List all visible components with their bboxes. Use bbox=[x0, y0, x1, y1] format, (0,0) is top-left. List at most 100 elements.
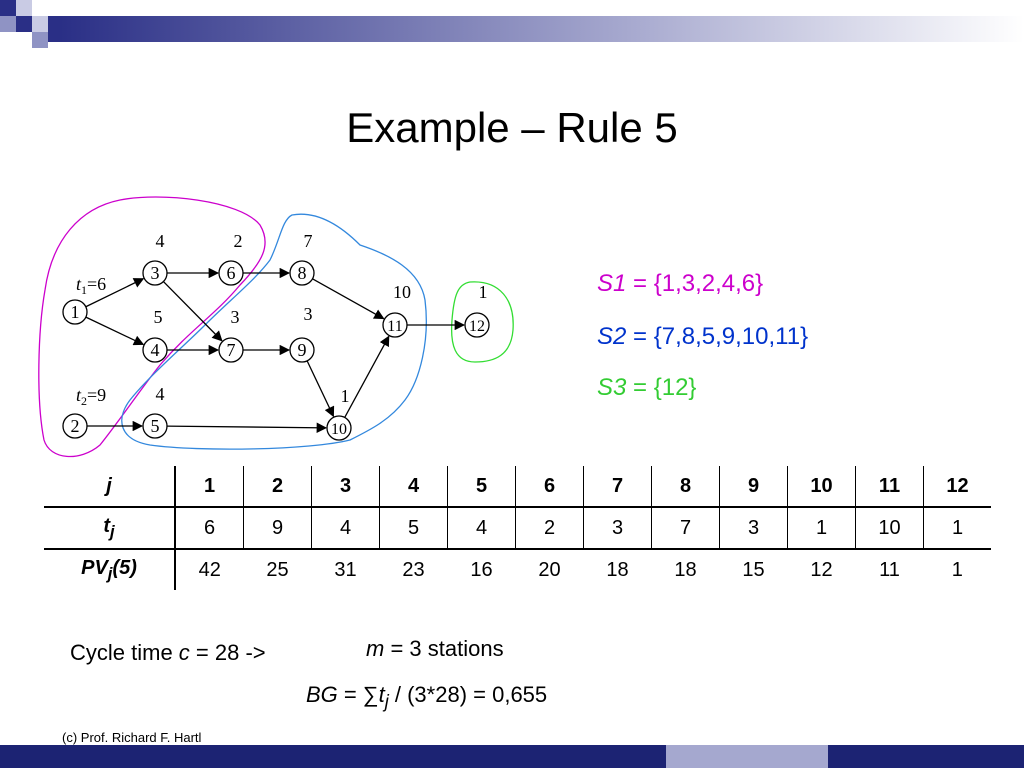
col-header-9: 9 bbox=[719, 466, 788, 508]
station-set-3: S3 = {12} bbox=[597, 374, 697, 401]
row-label-tj: tj bbox=[44, 507, 176, 550]
node-1-circle bbox=[62, 299, 88, 325]
row-label-pv: PVj(5) bbox=[44, 549, 176, 590]
tj-cell-10: 1 bbox=[787, 507, 856, 550]
stations-text: m = 3 stations bbox=[366, 636, 504, 661]
node-5-time: 4 bbox=[156, 384, 165, 404]
col-header-10: 10 bbox=[787, 466, 856, 508]
tj-cell-5: 4 bbox=[447, 507, 516, 550]
node-9-label: 9 bbox=[298, 340, 307, 360]
tj-cell-6: 2 bbox=[515, 507, 584, 550]
graph-edges bbox=[85, 267, 466, 433]
col-header-7: 7 bbox=[583, 466, 652, 508]
node-12-circle bbox=[464, 312, 490, 338]
balance-formula: BG = ∑tj / (3*28) = 0,655 bbox=[306, 682, 548, 712]
station-set-1: S1 = {1,3,2,4,6} bbox=[597, 270, 764, 297]
col-header-3: 3 bbox=[311, 466, 380, 508]
tj-cell-11: 10 bbox=[855, 507, 924, 550]
node-11-circle bbox=[382, 312, 408, 338]
station-s1-outline bbox=[38, 196, 266, 458]
node-9-circle bbox=[289, 337, 315, 363]
t1-label: t1=6 bbox=[76, 274, 106, 297]
node-2-circle bbox=[62, 413, 88, 439]
tj-cell-7: 3 bbox=[583, 507, 652, 550]
top-decoration-bar bbox=[0, 0, 1024, 48]
node-10-time: 1 bbox=[341, 386, 350, 406]
cycle-time-text: Cycle time c = 28 -> bbox=[70, 640, 266, 665]
node-10-circle bbox=[326, 415, 352, 441]
col-header-6: 6 bbox=[515, 466, 584, 508]
node-2-label: 2 bbox=[71, 416, 80, 436]
node-11-label: 11 bbox=[387, 318, 402, 335]
tj-cell-4: 5 bbox=[379, 507, 448, 550]
node-8-label: 8 bbox=[298, 263, 307, 283]
node-6-circle bbox=[218, 260, 244, 286]
pv-cell-2: 25 bbox=[266, 558, 289, 581]
tj-cell-8: 7 bbox=[651, 507, 720, 550]
col-header-1: 1 bbox=[175, 466, 244, 508]
tj-cell-3: 4 bbox=[311, 507, 380, 550]
node-7-label: 7 bbox=[227, 340, 236, 360]
copyright-text: (c) Prof. Richard F. Hartl bbox=[62, 730, 202, 745]
tj-cell-1: 6 bbox=[175, 507, 244, 550]
station-set-2: S2 = {7,8,5,9,10,11} bbox=[597, 323, 809, 350]
col-header-5: 5 bbox=[447, 466, 516, 508]
bottom-decoration-bar bbox=[0, 745, 1024, 768]
node-8-time: 7 bbox=[304, 231, 313, 251]
node-10-label: 10 bbox=[331, 421, 347, 438]
t2-label: t2=9 bbox=[76, 385, 106, 408]
col-header-4: 4 bbox=[379, 466, 448, 508]
node-6-label: 6 bbox=[227, 263, 236, 283]
node-4-label: 4 bbox=[151, 340, 160, 360]
edge-1-4 bbox=[85, 316, 145, 346]
col-header-2: 2 bbox=[243, 466, 312, 508]
node-3-time: 4 bbox=[156, 231, 165, 251]
pv-cell-3: 31 bbox=[334, 558, 357, 581]
pv-cell-7: 18 bbox=[606, 558, 629, 581]
node-8-circle bbox=[289, 260, 315, 286]
edge-5-10 bbox=[166, 422, 328, 433]
pv-cell-5: 16 bbox=[470, 558, 493, 581]
node-5-circle bbox=[142, 413, 168, 439]
col-header-12: 12 bbox=[923, 466, 991, 508]
node-9-time: 3 bbox=[304, 304, 313, 324]
node-12-time: 1 bbox=[479, 282, 488, 302]
edge-8-11 bbox=[312, 278, 385, 320]
edge-3-7 bbox=[162, 281, 223, 342]
station-s2-outline bbox=[121, 213, 427, 450]
node-3-circle bbox=[142, 260, 168, 286]
pv-cell-9: 15 bbox=[742, 558, 765, 581]
edge-1-3 bbox=[85, 278, 145, 308]
tj-cell-2: 9 bbox=[243, 507, 312, 550]
station-s3-outline bbox=[450, 281, 514, 363]
tj-cell-12: 1 bbox=[923, 507, 991, 550]
header-j: j bbox=[44, 466, 176, 508]
node-11-time: 10 bbox=[393, 282, 411, 302]
tj-cell-9: 3 bbox=[719, 507, 788, 550]
col-header-8: 8 bbox=[651, 466, 720, 508]
edge-9-10 bbox=[306, 360, 335, 418]
node-5-label: 5 bbox=[151, 416, 160, 436]
node-6-time: 2 bbox=[234, 231, 243, 251]
pv-cell-12: 1 bbox=[951, 558, 963, 581]
slide-title: Example – Rule 5 bbox=[346, 104, 678, 151]
node-7-time: 3 bbox=[231, 307, 240, 327]
pv-cell-10: 12 bbox=[810, 558, 833, 581]
node-4-circle bbox=[142, 337, 168, 363]
pv-cell-11: 11 bbox=[879, 558, 900, 581]
node-1-label: 1 bbox=[71, 302, 80, 322]
edge-10-11 bbox=[344, 335, 390, 418]
pv-cell-6: 20 bbox=[538, 558, 561, 581]
node-4-time: 5 bbox=[154, 307, 163, 327]
node-3-label: 3 bbox=[151, 263, 160, 283]
node-7-circle bbox=[218, 337, 244, 363]
node-12-label: 12 bbox=[469, 318, 485, 335]
pv-cell-4: 23 bbox=[402, 558, 425, 581]
pv-cell-1: 42 bbox=[198, 558, 221, 581]
